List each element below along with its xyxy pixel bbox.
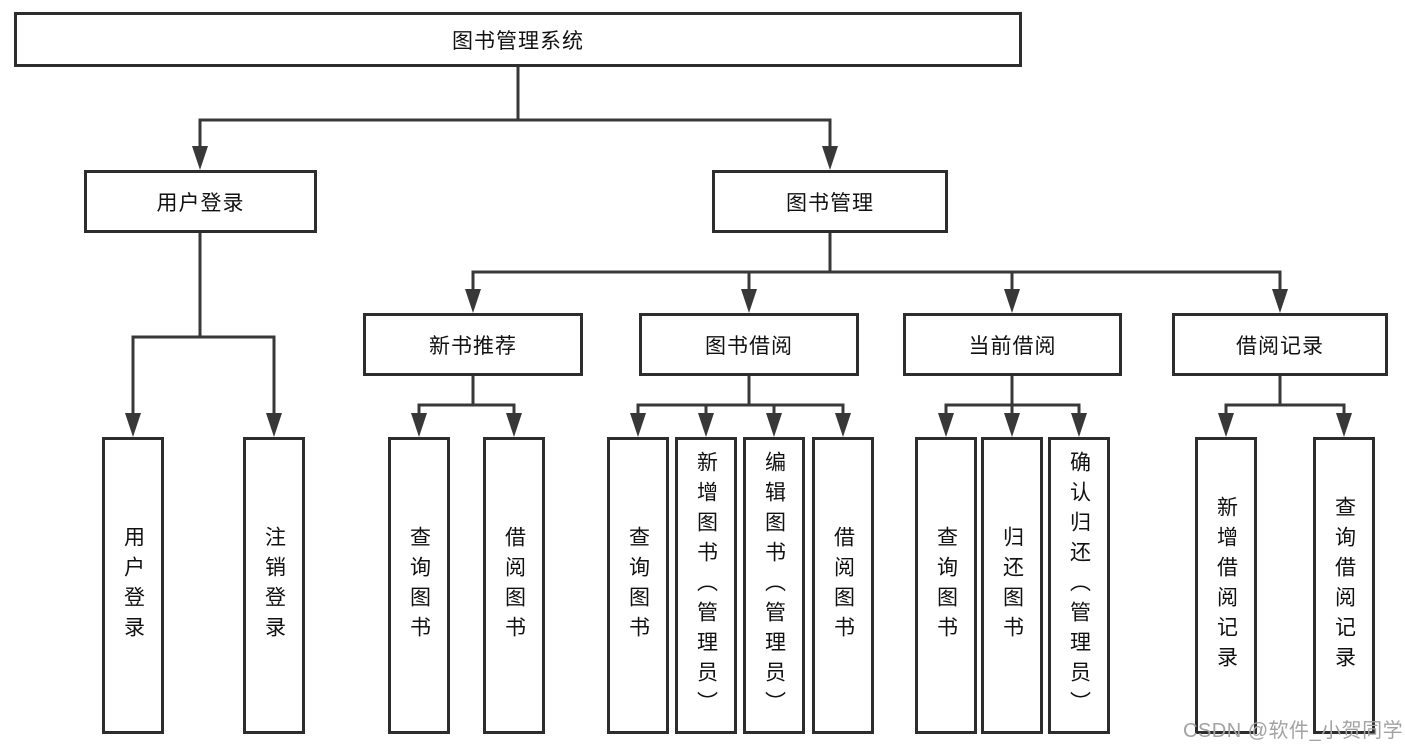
leaf-recommend-borrow-books-label: 借阅图书 <box>502 525 526 646</box>
leaf-add-books-admin: 新增图书（管理员） <box>675 437 737 734</box>
node-root: 图书管理系统 <box>14 12 1022 67</box>
node-new-book-recommend: 新书推荐 <box>363 313 583 376</box>
node-current-borrow-label: 当前借阅 <box>968 334 1057 358</box>
leaf-add-borrow-record-label: 新增借阅记录 <box>1214 495 1238 676</box>
leaf-logout-label: 注销登录 <box>262 525 286 646</box>
leaf-add-borrow-record: 新增借阅记录 <box>1195 437 1257 734</box>
leaf-borrow-query-books-label: 查询图书 <box>626 525 650 646</box>
node-root-label: 图书管理系统 <box>452 29 584 53</box>
node-borrow-records-label: 借阅记录 <box>1236 334 1324 358</box>
leaf-edit-books-admin: 编辑图书（管理员） <box>743 437 805 734</box>
leaf-recommend-query-books-label: 查询图书 <box>407 525 431 646</box>
node-book-management-label: 图书管理 <box>786 191 874 215</box>
node-book-management: 图书管理 <box>712 170 948 233</box>
leaf-user-login-label: 用户登录 <box>121 525 145 646</box>
csdn-watermark: CSDN @软件_小贺同学 <box>1183 720 1404 742</box>
leaf-user-login: 用户登录 <box>102 437 164 734</box>
leaf-recommend-borrow-books: 借阅图书 <box>483 437 545 734</box>
node-book-borrow: 图书借阅 <box>639 313 859 376</box>
leaf-confirm-return-admin: 确认归还（管理员） <box>1048 437 1110 734</box>
node-user-login-label: 用户登录 <box>156 191 245 215</box>
leaf-add-books-admin-label: 新增图书（管理员） <box>694 450 718 721</box>
leaf-logout: 注销登录 <box>243 437 305 734</box>
leaf-confirm-return-admin-label: 确认归还（管理员） <box>1067 450 1091 721</box>
leaf-current-query-books: 查询图书 <box>915 437 977 734</box>
node-new-book-recommend-label: 新书推荐 <box>429 334 517 358</box>
leaf-query-borrow-record: 查询借阅记录 <box>1313 437 1375 734</box>
node-user-login: 用户登录 <box>84 170 317 233</box>
leaf-borrow-query-books: 查询图书 <box>607 437 669 734</box>
node-book-borrow-label: 图书借阅 <box>705 334 793 358</box>
leaf-return-books: 归还图书 <box>981 437 1043 734</box>
node-current-borrow: 当前借阅 <box>903 313 1122 376</box>
leaf-borrow-books-label: 借阅图书 <box>831 525 855 646</box>
leaf-edit-books-admin-label: 编辑图书（管理员） <box>762 450 786 721</box>
leaf-borrow-books: 借阅图书 <box>812 437 874 734</box>
leaf-query-borrow-record-label: 查询借阅记录 <box>1332 495 1356 676</box>
leaf-current-query-books-label: 查询图书 <box>934 525 958 646</box>
node-borrow-records: 借阅记录 <box>1172 313 1388 376</box>
leaf-return-books-label: 归还图书 <box>1000 525 1024 646</box>
leaf-recommend-query-books: 查询图书 <box>388 437 450 734</box>
